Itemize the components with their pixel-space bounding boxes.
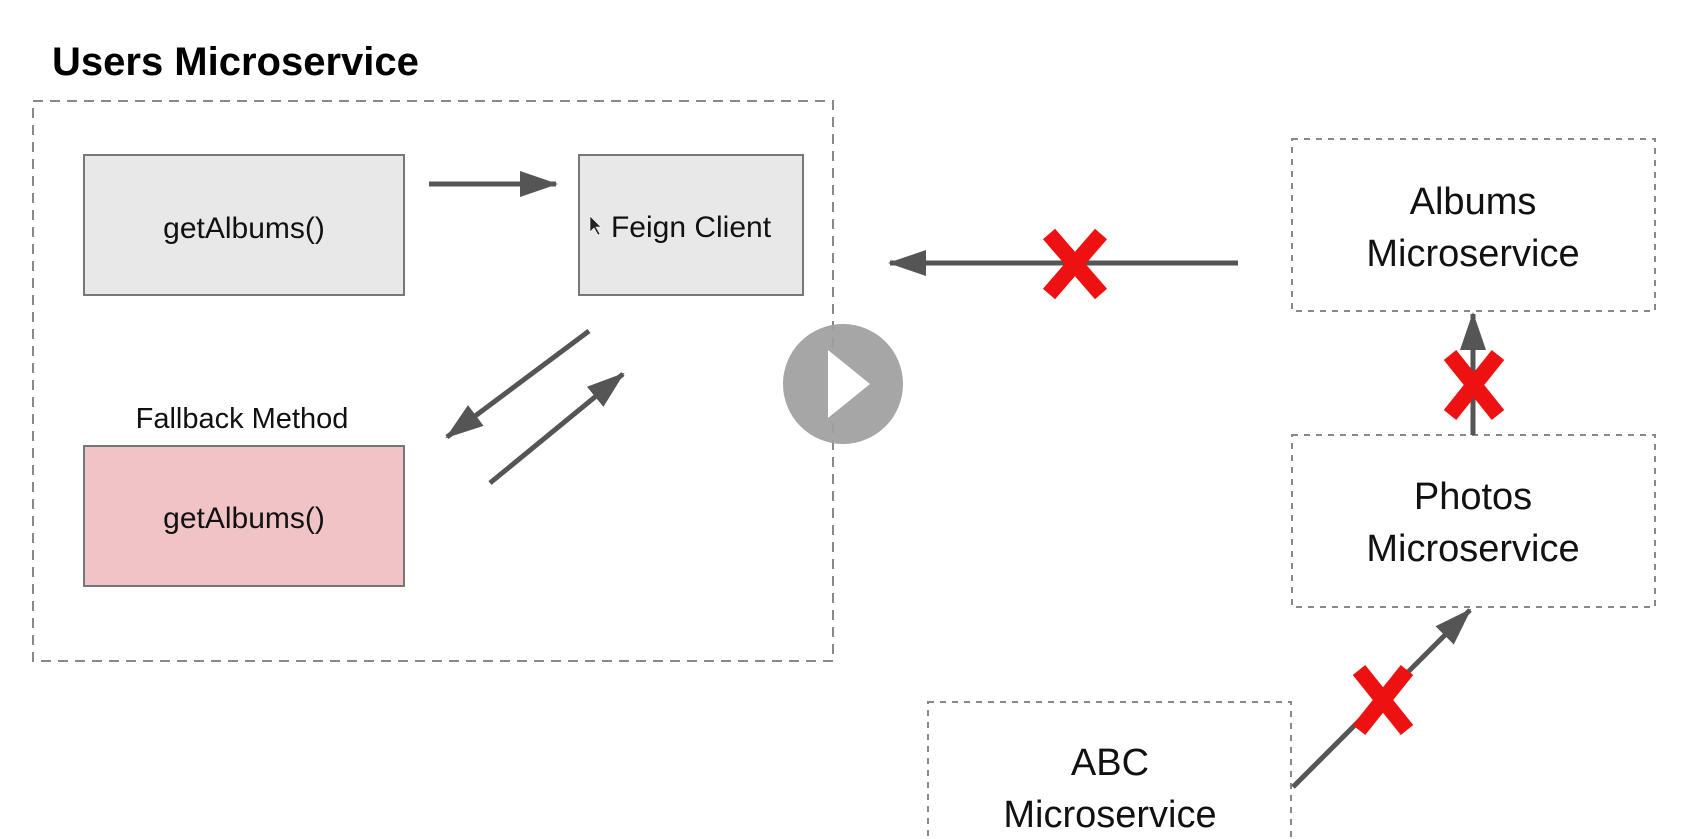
abc-microservice-box: ABC Microservice [927,701,1292,839]
failure-x-icon [1443,350,1505,420]
feign-client-box: Feign Client [578,154,804,296]
feign-client-label: Feign Client [611,211,772,244]
play-button[interactable] [783,324,903,444]
photos-label-line2: Microservice [1366,528,1579,570]
fallback-method-label: Fallback Method [136,403,349,435]
get-albums-label: getAlbums() [163,212,325,245]
abc-label-line2: Microservice [1003,794,1216,836]
albums-microservice-box: Albums Microservice [1291,138,1656,312]
albums-label-line2: Microservice [1366,233,1579,275]
arrow-icon [488,372,625,485]
photos-microservice-box: Photos Microservice [1291,434,1656,608]
cursor-icon [589,215,602,236]
arrow-icon [445,328,591,440]
abc-label-line1: ABC [1071,742,1149,784]
get-albums-box: getAlbums() [83,154,405,296]
fallback-get-albums-box: getAlbums() [83,445,405,587]
fallback-get-albums-label: getAlbums() [163,502,325,535]
failure-x-icon [1352,665,1414,735]
play-icon [828,350,870,418]
failure-x-icon [1042,228,1108,300]
diagram-title: Users Microservice [52,40,419,84]
photos-label-line1: Photos [1414,476,1532,518]
albums-label-line1: Albums [1410,181,1537,223]
